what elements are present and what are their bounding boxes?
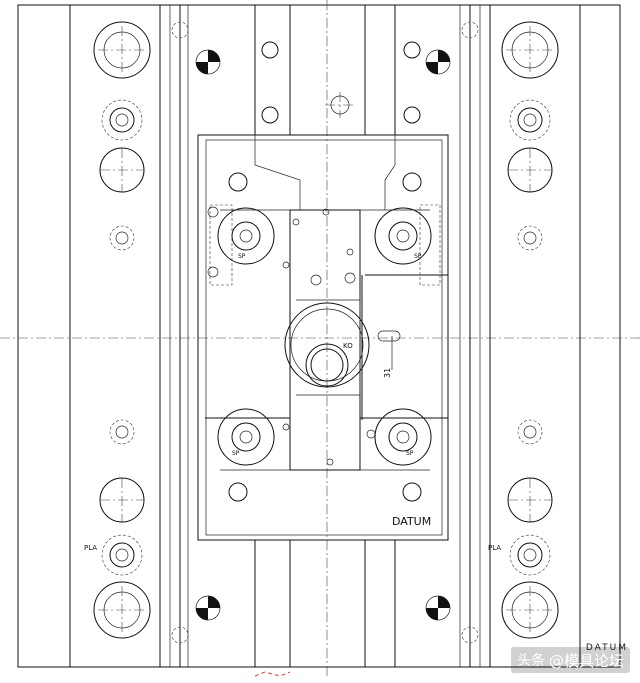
watermark: 头条 @模具论坛: [510, 647, 630, 673]
bushings: [101, 99, 551, 576]
outer-plate-outline: [17, 4, 621, 668]
datum-label: DATUM: [392, 515, 431, 528]
knockout-core: [284, 299, 401, 396]
watermark-logo: DATUM: [585, 643, 628, 653]
pla-label: PLA: [488, 544, 501, 552]
centerline-crosses: [98, 26, 554, 634]
dowel-markers: [195, 49, 451, 621]
pla-label: PLA: [84, 544, 97, 552]
watermark-handle: @模具论坛: [548, 651, 624, 670]
sp-label: SP: [414, 253, 422, 260]
screw-holes: [109, 21, 543, 644]
annotation-mark: [254, 671, 291, 677]
rail-lines: [69, 5, 581, 667]
ko-label: KO: [343, 342, 353, 350]
sp-label: SP: [232, 450, 240, 457]
watermark-brand: 头条: [516, 653, 545, 669]
slide-assemblies: [207, 206, 432, 466]
sp-label: SP: [406, 450, 414, 457]
sp-label: SP: [238, 253, 246, 260]
cavity-plate: [197, 134, 449, 541]
dimension-label: 31: [383, 368, 392, 378]
